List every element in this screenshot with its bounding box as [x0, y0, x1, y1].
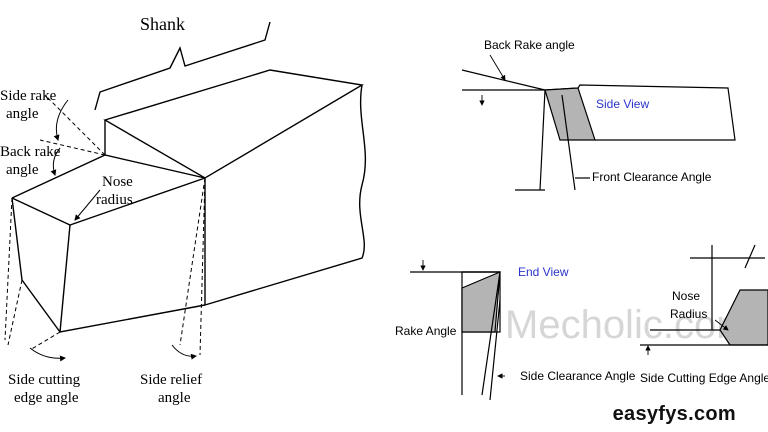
brand-logo-text: easyfys.com [612, 403, 736, 425]
label-front-clearance: Front Clearance Angle [592, 170, 712, 184]
label-side-cutting-2: edge angle [14, 390, 79, 406]
label-side-relief-2: angle [158, 390, 191, 406]
label-side-rake-2: angle [6, 106, 39, 122]
watermark: Mecholic.com [505, 303, 750, 347]
label-nose-2: radius [96, 192, 133, 208]
title-side-view: Side View [596, 97, 649, 111]
label-side-clearance: Side Clearance Angle [520, 369, 636, 383]
label-side-rake-1: Side rake [0, 88, 57, 104]
top-view [640, 244, 768, 355]
label-side-cutting-1: Side cutting [8, 372, 81, 388]
label-back-rake-angle: Back Rake angle [484, 38, 575, 52]
label-top-nose-1: Nose [672, 289, 700, 303]
end-view [410, 260, 505, 401]
label-back-rake-2: angle [6, 162, 39, 178]
label-shank: Shank [140, 14, 185, 34]
label-back-rake-1: Back rake [0, 144, 61, 160]
label-nose-1: Nose [102, 174, 133, 190]
isometric-tool [4, 21, 367, 362]
title-end-view: End View [518, 265, 569, 279]
label-rake-angle: Rake Angle [395, 324, 457, 338]
label-top-nose-2: Radius [670, 307, 707, 321]
label-side-cutting-edge: Side Cutting Edge Angle [640, 371, 768, 385]
side-view [461, 54, 736, 191]
label-side-relief-1: Side relief [140, 372, 202, 388]
